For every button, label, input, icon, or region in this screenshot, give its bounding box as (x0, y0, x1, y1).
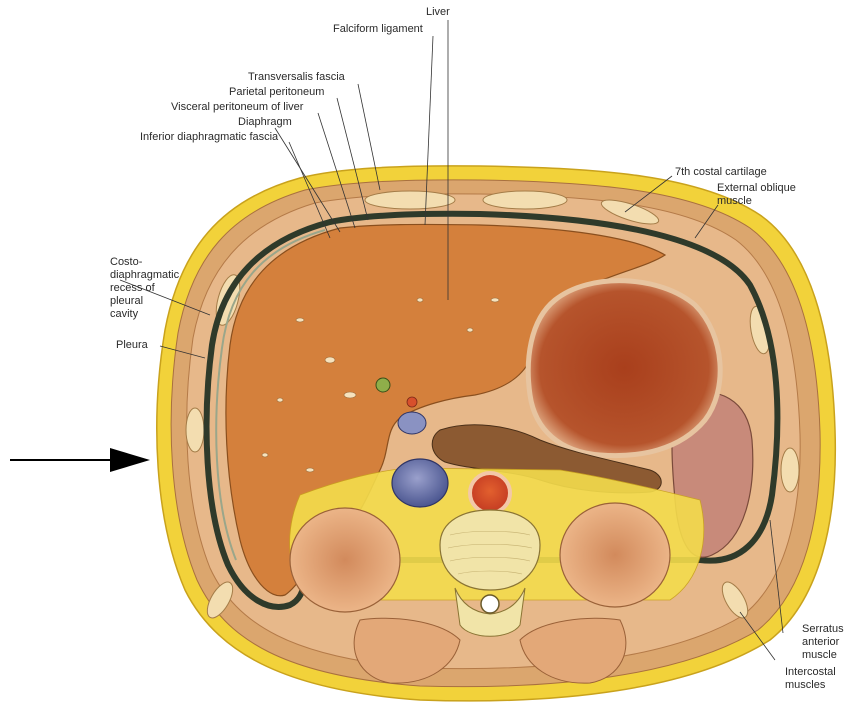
label-serratus-anterior-muscle: Serratus anterior muscle (802, 623, 844, 662)
portal-vein (398, 412, 426, 434)
label-liver: Liver (426, 6, 450, 19)
spinal-cord (481, 595, 499, 613)
bile-duct (376, 378, 390, 392)
stomach (528, 281, 720, 456)
aorta (470, 473, 510, 513)
label-diaphragm: Diaphragm (238, 116, 292, 129)
label-visceral-peritoneum-of-liver: Visceral peritoneum of liver (171, 101, 303, 114)
label-pleura: Pleura (116, 339, 148, 352)
right-kidney (290, 508, 400, 612)
inferior-vena-cava (392, 459, 448, 507)
label-costodiaphragmatic-recess: Costo-diaphragmatic recess of pleural ca… (110, 256, 166, 321)
hepatic-artery (407, 397, 417, 407)
vertebral-body (440, 510, 540, 590)
label-parietal-peritoneum: Parietal peritoneum (229, 86, 324, 99)
label-transversalis-fascia: Transversalis fascia (248, 71, 345, 84)
pointer-arrow (10, 448, 150, 472)
label-7th-costal-cartilage: 7th costal cartilage (675, 166, 767, 179)
label-inferior-diaphragmatic-fascia: Inferior diaphragmatic fascia (140, 131, 278, 144)
label-external-oblique-muscle: External oblique muscle (717, 182, 807, 208)
label-intercostal-muscles: Intercostal muscles (785, 666, 843, 692)
left-kidney (560, 503, 670, 607)
label-falciform-ligament: Falciform ligament (333, 23, 423, 36)
